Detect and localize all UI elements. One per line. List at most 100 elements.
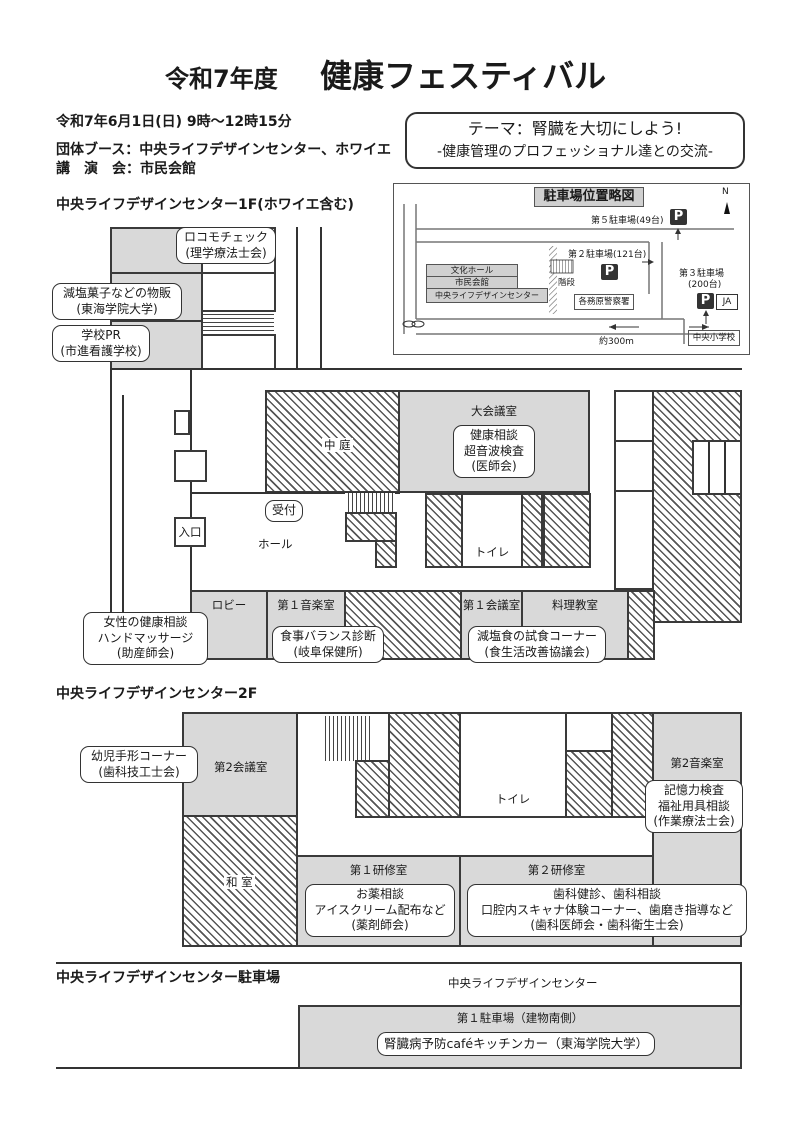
center-building: 中央ライフデザインセンター <box>426 288 548 303</box>
parking-wall-top <box>56 962 742 964</box>
dental-bubble: 歯科健診、歯科相談 口腔内スキャナ体験コーナー、歯磨き指導など (歯科医師会・歯… <box>467 884 747 937</box>
theme-box: テーマ：腎臓を大切にしよう! -健康管理のプロフェッショナル達との交流- <box>405 112 745 169</box>
women-line-2: ハンドマッサージ <box>97 630 194 645</box>
f1-stairs-top <box>203 312 274 334</box>
lowsalt-line-2: (食生活改善協議会) <box>484 644 590 659</box>
police-station: 各務原警察署 <box>574 294 634 310</box>
school-box: 中央小学校 <box>688 330 740 346</box>
f2-hatched-1 <box>355 760 390 818</box>
memory-line-3: (作業療法士会) <box>653 814 735 829</box>
medicine-line-2: アイスクリーム配布など <box>314 902 446 917</box>
memory-line-1: 記憶力検査 <box>663 783 724 797</box>
cooking-room-label: 料理教室 <box>552 598 598 612</box>
parking-map-roads <box>402 202 734 344</box>
lot5-label: 第５駐車場(49台) <box>591 216 664 226</box>
parking-lot-1-label: 第１駐車場（建物南側） <box>456 1011 584 1025</box>
f1-right-a <box>614 390 654 442</box>
entrance-box: 入口 <box>174 517 206 547</box>
f2-toilet: トイレ <box>459 712 567 818</box>
parking-p-icon-5: P <box>670 209 687 225</box>
hall-wall-top <box>190 492 400 494</box>
f1-toilet: トイレ <box>461 493 523 568</box>
meeting-room-1-label: 第１会議室 <box>462 598 521 612</box>
music-room-2-label: 第2音楽室 <box>670 756 724 770</box>
f2-wall-a <box>296 712 298 860</box>
lot3-label-1: 第３駐車場 <box>679 269 725 279</box>
medicine-line-3: (薬剤師会) <box>351 918 409 933</box>
school-pr-line-1: 学校PR <box>81 328 121 342</box>
school-pr-bubble: 学校PR (市進看護学校) <box>52 325 150 363</box>
parking-wall-bottom <box>56 1067 300 1069</box>
diet-line-1: 食事バランス診断 <box>280 629 376 643</box>
floor2-heading: 中央ライフデザインセンター2F <box>56 686 258 702</box>
women-health-bubble: 女性の健康相談 ハンドマッサージ (助産師会) <box>83 612 208 665</box>
theme-subtitle: -健康管理のプロフェッショナル達との交流- <box>437 144 713 160</box>
diet-bubble: 食事バランス診断 (岐阜保健所) <box>272 626 384 664</box>
f2-hatched-2 <box>388 712 461 818</box>
salt-sweets-line-1: 減塩菓子などの物販 <box>62 286 171 300</box>
locomo-bubble: ロコモチェック (理学療法士会) <box>176 227 276 265</box>
training-room-1-label: 第１研修室 <box>349 863 408 877</box>
f1-room-c <box>201 334 276 370</box>
parking-p-icon-3: P <box>697 293 714 309</box>
locomo-line-2: (理学療法士会) <box>185 245 267 260</box>
large-hall-line-1: 健康相談 <box>469 428 518 442</box>
large-hall-label: 大会議室 <box>471 404 517 418</box>
f2-toilet-label: トイレ <box>461 792 565 807</box>
courtyard-label: 中 庭 <box>322 438 353 453</box>
parking-lot-1: 第１駐車場（建物南側） <box>298 1005 742 1069</box>
infant-line-2: (歯科技工士会) <box>98 764 180 779</box>
f1-room-b <box>201 272 276 312</box>
parking-map-title-box: 駐車場位置略図 <box>534 187 644 207</box>
lot3-label-2: (200台) <box>688 280 722 290</box>
meeting-room-2-label: 第2会議室 <box>214 760 268 774</box>
entrance-label: 入口 <box>178 525 202 539</box>
reception-bubble: 受付 <box>265 500 303 522</box>
north-label: N <box>722 187 729 197</box>
f1-toilet-label: トイレ <box>463 545 521 560</box>
f1-right-hatched <box>652 390 742 623</box>
f1-wall-3 <box>110 368 742 370</box>
music-room-1-label: 第１音楽室 <box>277 598 335 612</box>
dental-line-1: 歯科健診、歯科相談 <box>552 887 661 901</box>
lobby-label: ロビー <box>211 598 247 612</box>
memory-bubble: 記憶力検査 福祉用具相談 (作業療法士会) <box>645 780 743 833</box>
booth-venue: 団体ブース：中央ライフデザインセンター、ホワイエ <box>56 142 392 158</box>
f1-toilet-left <box>425 493 463 568</box>
large-hall-line-3: (医師会) <box>471 459 517 474</box>
f1-pillar-2 <box>174 450 207 482</box>
year-label: 令和7年度 <box>165 65 278 93</box>
large-hall-bubble: 健康相談 超音波検査 (医師会) <box>453 425 535 478</box>
stairs-label: 階段 <box>558 278 576 288</box>
f1-wall-2 <box>320 227 322 370</box>
f1-toilet-right <box>521 493 543 568</box>
parking-heading: 中央ライフデザインセンター駐車場 <box>56 970 280 986</box>
f1-pillar-1 <box>174 410 190 435</box>
washitsu-room: 和 室 <box>182 815 298 947</box>
f1-wall-1 <box>296 227 298 370</box>
floor1-heading: 中央ライフデザインセンター1F(ホワイエ含む) <box>56 197 354 213</box>
f1-foyer-outline <box>110 370 190 660</box>
school-pr-line-2: (市進看護学校) <box>60 343 142 358</box>
medicine-line-1: お薬相談 <box>355 887 404 901</box>
hall-label: ホール <box>258 537 293 551</box>
lowsalt-line-1: 減塩食の試食コーナー <box>476 629 597 643</box>
f1-mid-hatched-2 <box>375 540 397 568</box>
kitchen-car-bubble: 腎臓病予防caféキッチンカー（東海学院大学） <box>377 1032 655 1057</box>
courtyard: 中 庭 <box>265 390 400 493</box>
washitsu-label: 和 室 <box>224 875 255 890</box>
parking-wall-right <box>740 962 742 1007</box>
f1-stairs-mid <box>345 493 395 513</box>
distance-label: 約300m <box>599 337 634 347</box>
parking-map: 駐車場位置略図 N 第５駐車場(49台) P 第２駐車場(121台) P 第３駐… <box>393 183 750 355</box>
dental-line-3: (歯科医師会・歯科衛生士会) <box>530 918 684 933</box>
locomo-line-1: ロコモチェック <box>183 230 268 244</box>
page-title: 健康フェスティバル <box>320 57 607 95</box>
memory-line-2: 福祉用具相談 <box>657 798 730 813</box>
infant-line-1: 幼児手形コーナー <box>90 749 187 763</box>
infant-hand-bubble: 幼児手形コーナー (歯科技工士会) <box>80 746 198 784</box>
f1-right-d <box>614 490 654 590</box>
ja-box: JA <box>716 294 738 310</box>
f1-bottom-hatched-2 <box>627 590 655 660</box>
parking-building-label: 中央ライフデザインセンター <box>448 976 598 990</box>
